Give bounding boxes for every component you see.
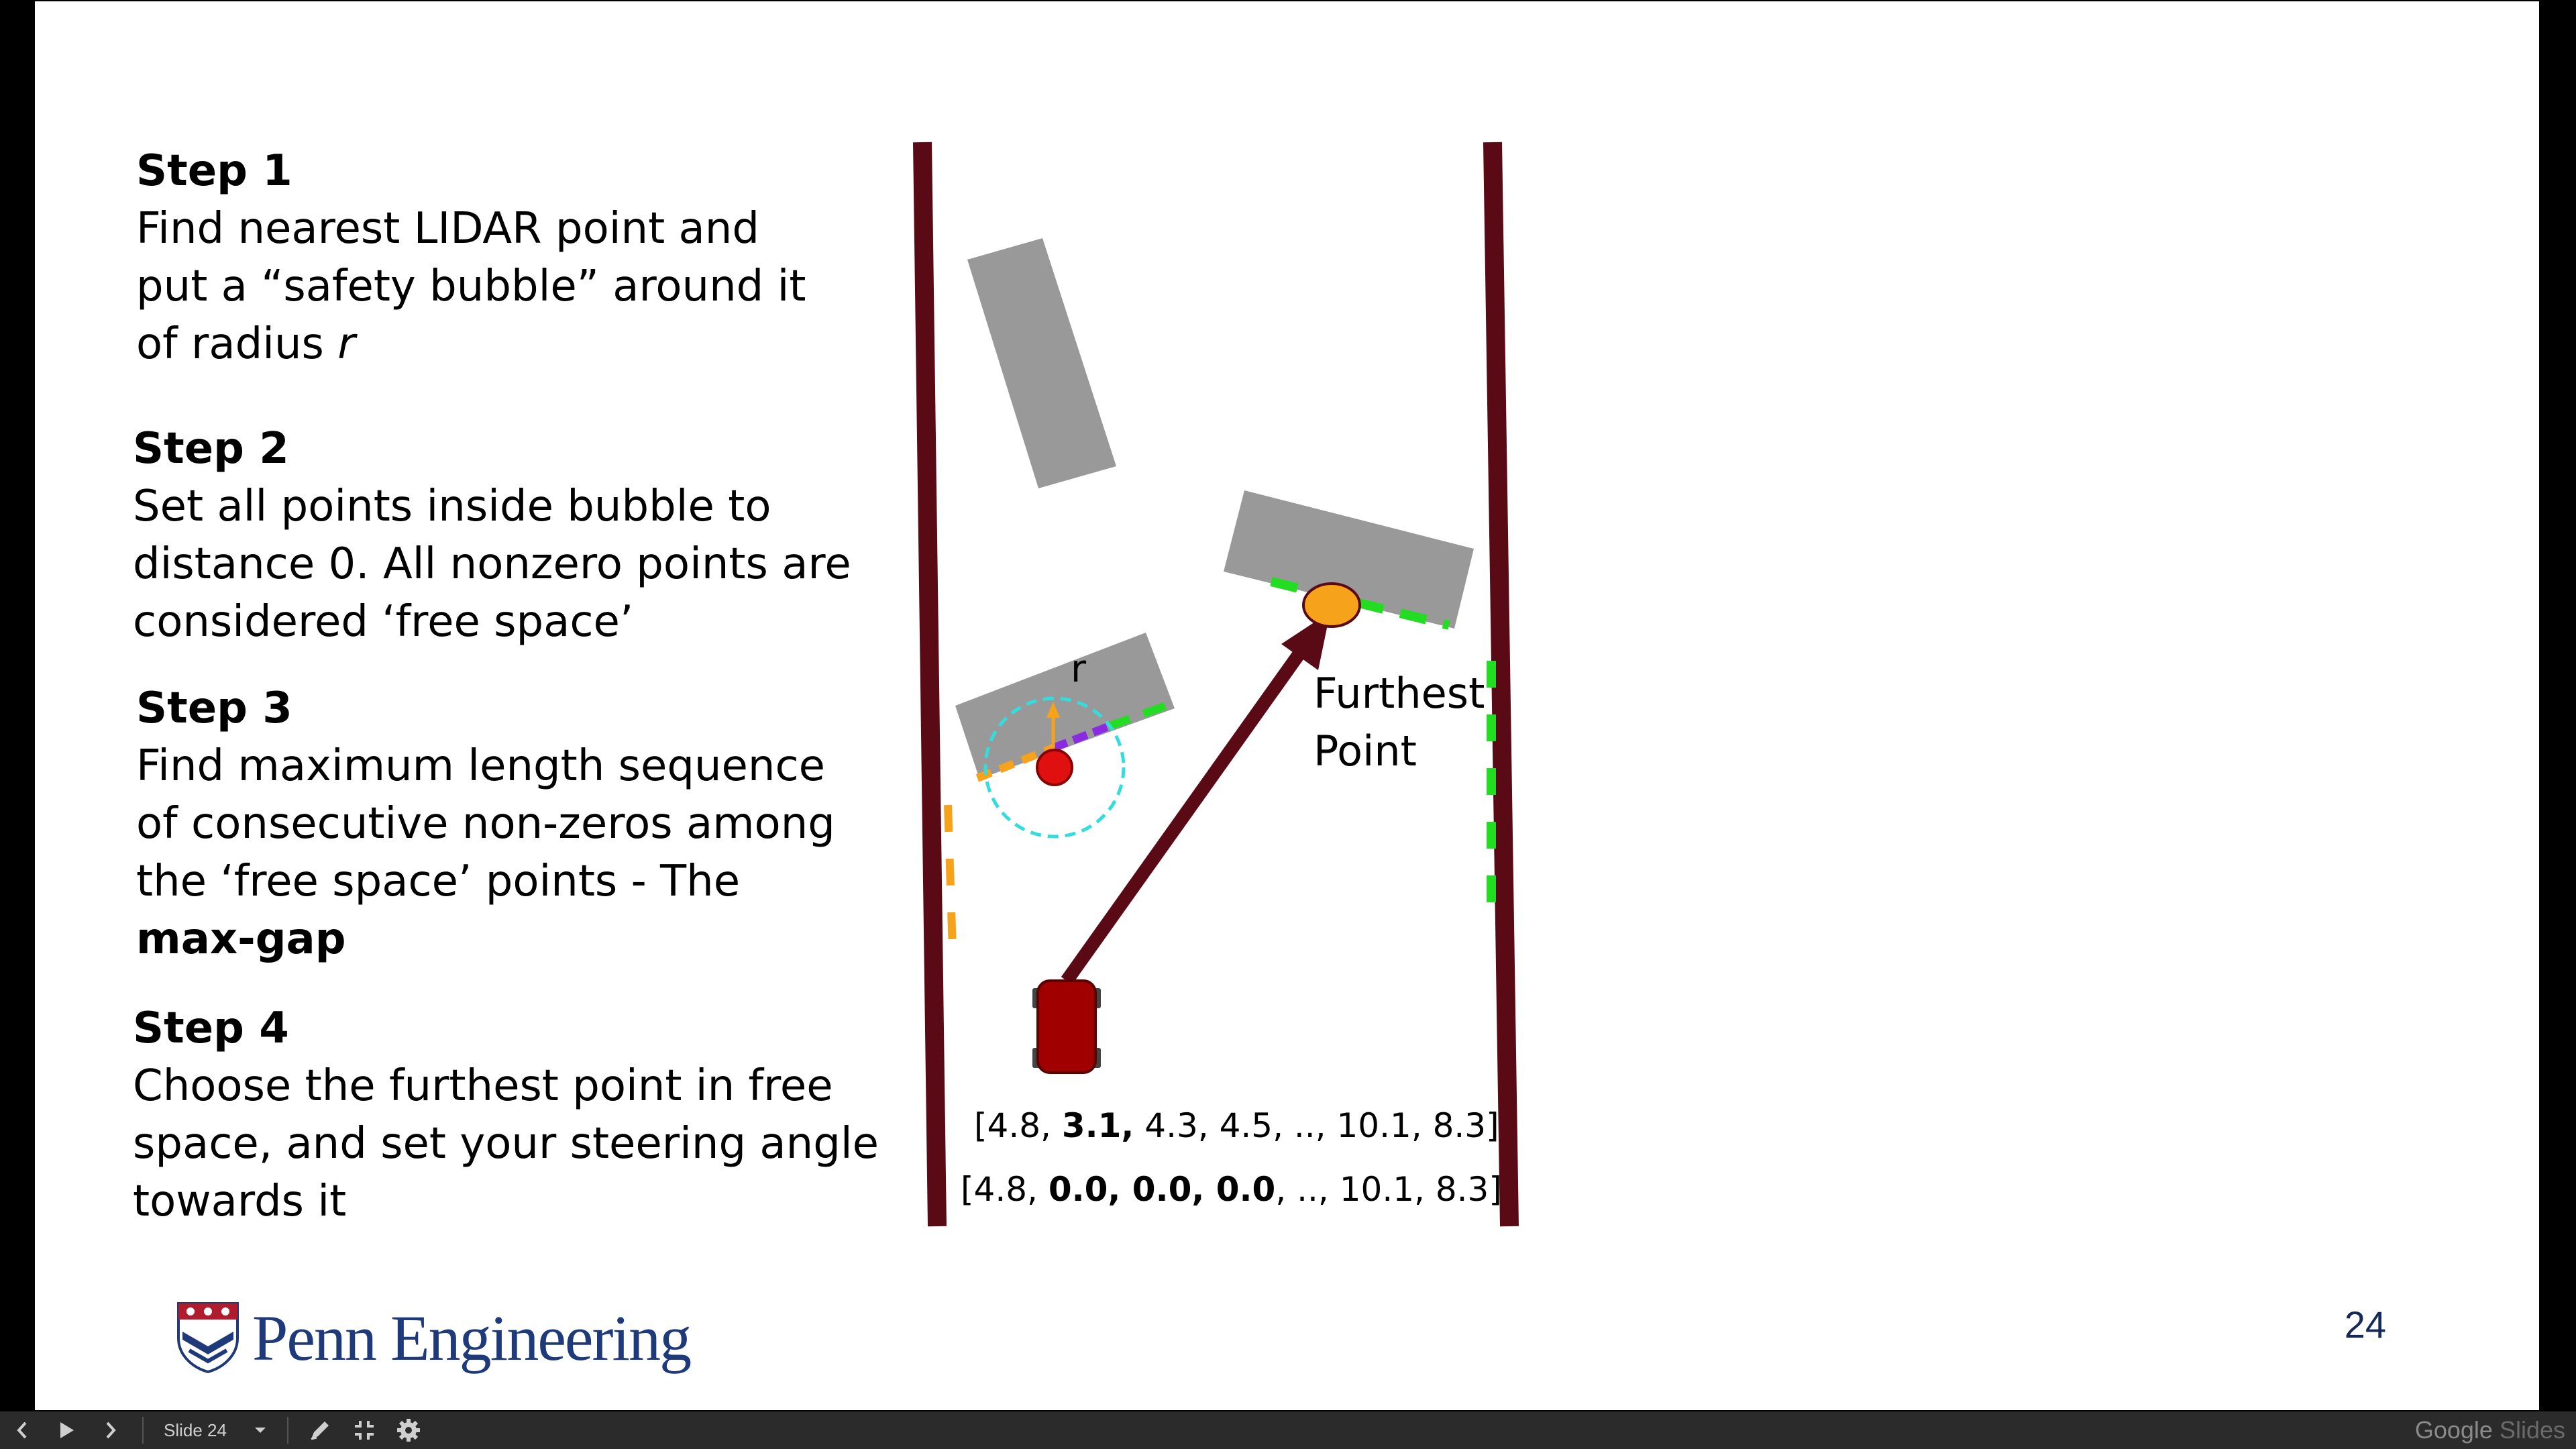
lidar-array-zeroed: [4.8, 0.0, 0.0, 0.0, .., 10.1, 8.3] (961, 1170, 1502, 1209)
obstacle-2 (1224, 490, 1474, 629)
page-number: 24 (2344, 1303, 2386, 1346)
step-2: Step 2 Set all points inside bubble to d… (133, 420, 851, 651)
toolbar-divider (142, 1417, 144, 1444)
car-icon (1032, 979, 1101, 1074)
pen-icon[interactable] (298, 1411, 342, 1449)
penn-shield-icon (177, 1302, 239, 1374)
max-gap-term: max-gap (136, 914, 346, 964)
step-1-title: Step 1 (136, 146, 292, 196)
gap-follow-diagram: r Furthest Point [4.8, 3.1, 4.3, 4.5, ..… (913, 142, 1519, 1227)
lidar-array-original: [4.8, 3.1, 4.3, 4.5, .., 10.1, 8.3] (974, 1106, 1499, 1145)
play-icon[interactable] (44, 1411, 89, 1449)
radius-arrowhead (1046, 702, 1060, 718)
step-3-text: Find maximum length sequence of consecut… (136, 741, 835, 906)
step-1: Step 1 Find nearest LIDAR point and put … (136, 142, 806, 373)
step-4-title: Step 4 (133, 1004, 289, 1053)
step-1-body: Find nearest LIDAR point and put a “safe… (136, 200, 806, 373)
right-wall (1483, 142, 1519, 1227)
obstacle-3 (955, 633, 1175, 779)
slide-selector[interactable]: Slide 24 (153, 1420, 278, 1441)
chevron-right-icon[interactable] (89, 1411, 133, 1449)
free-gap-obstacle (1106, 698, 1177, 731)
zeroed-points-segment (1051, 722, 1110, 752)
step-3-body: Find maximum length sequence of consecut… (136, 737, 835, 968)
step-1-text: Find nearest LIDAR point and put a “safe… (136, 204, 806, 369)
orange-gap-obstacle (975, 744, 1055, 782)
slide-selector-label: Slide 24 (164, 1419, 227, 1440)
step-3-title: Step 3 (136, 684, 292, 733)
step-4: Step 4 Choose the furthest point in free… (133, 1000, 879, 1230)
furthest-label-line1: Furthest (1313, 669, 1485, 718)
presentation-toolbar: Slide 24 Google Slides (0, 1411, 2576, 1449)
caret-down-icon (254, 1428, 266, 1433)
toolbar-divider-2 (286, 1417, 288, 1444)
chevron-left-icon[interactable] (0, 1411, 44, 1449)
penn-engineering-logo: Penn Engineering (176, 1297, 692, 1378)
step-3: Step 3 Find maximum length sequence of c… (136, 680, 835, 968)
orange-gap-left-wall (944, 804, 957, 950)
furthest-label-line2: Point (1313, 727, 1417, 775)
google-slides-brand: Google Slides (2414, 1416, 2565, 1444)
logo-text: Penn Engineering (252, 1301, 692, 1374)
slide: Step 1 Find nearest LIDAR point and put … (35, 1, 2539, 1410)
gear-icon[interactable] (386, 1411, 431, 1449)
step-2-title: Step 2 (133, 424, 289, 474)
nearest-point (1036, 749, 1073, 786)
left-wall (913, 142, 947, 1227)
step-2-body: Set all points inside bubble to distance… (133, 482, 851, 647)
steering-arrowhead (1281, 612, 1330, 670)
furthest-point (1302, 582, 1361, 628)
steering-arrow (1061, 647, 1307, 985)
exit-fullscreen-icon[interactable] (342, 1411, 386, 1449)
radius-label: r (1071, 647, 1087, 691)
safety-bubble (983, 696, 1126, 839)
obstacle-1 (967, 238, 1116, 488)
step-1-radius-symbol: r (337, 319, 356, 369)
step-4-body: Choose the furthest point in free space,… (133, 1061, 879, 1226)
